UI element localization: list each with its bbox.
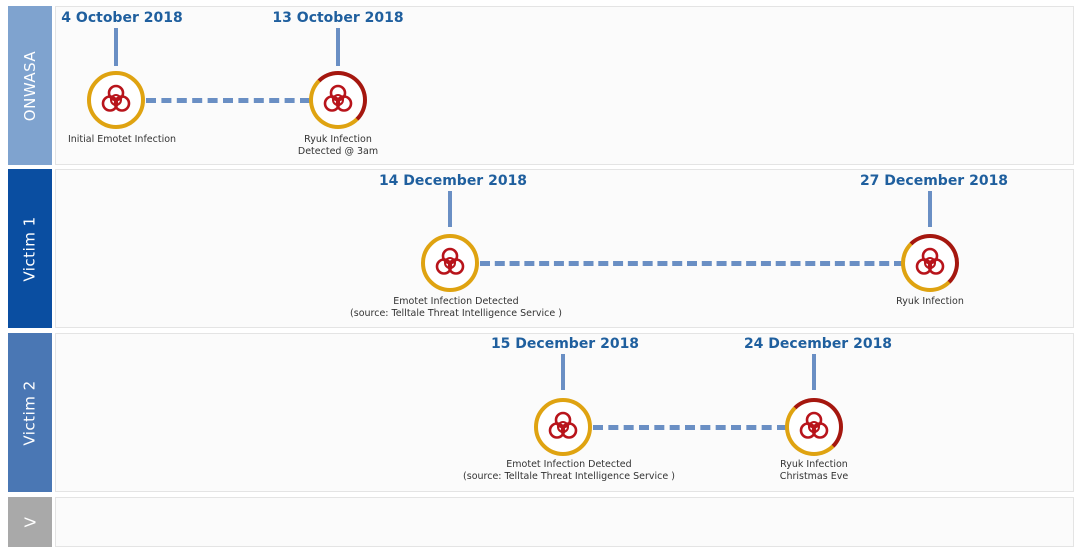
date-stem bbox=[928, 191, 932, 227]
event-date: 27 December 2018 bbox=[859, 173, 1009, 189]
caption-line: Detected @ 3am bbox=[297, 146, 379, 157]
date-stem bbox=[336, 28, 340, 66]
biohazard-icon bbox=[548, 411, 578, 439]
caption-line: Emotet Infection Detected bbox=[506, 459, 632, 470]
caption-line: Emotet Infection Detected bbox=[393, 296, 519, 307]
biohazard-icon bbox=[435, 247, 465, 275]
caption-line: Ryuk Infection bbox=[304, 134, 372, 145]
event-marker[interactable] bbox=[901, 234, 959, 292]
lane-onwasa: ONWASA 4 October 2018 Initial Emotet Inf… bbox=[8, 6, 1074, 165]
lane-v: V bbox=[8, 497, 1074, 547]
date-stem bbox=[812, 354, 816, 390]
date-stem bbox=[114, 28, 118, 66]
event-date: 15 December 2018 bbox=[490, 336, 640, 352]
event-caption: Emotet Infection Detected (source: Tellt… bbox=[350, 296, 562, 320]
lane-label-onwasa: ONWASA bbox=[8, 6, 52, 165]
dashed-connector bbox=[480, 261, 904, 266]
caption-line: Christmas Eve bbox=[779, 471, 849, 482]
lane-victim-2: Victim 2 15 December 2018 Emotet Infecti… bbox=[8, 333, 1074, 492]
biohazard-icon bbox=[323, 84, 353, 112]
biohazard-icon bbox=[915, 247, 945, 275]
caption-line: Ryuk Infection bbox=[896, 296, 964, 307]
event-caption: Initial Emotet Infection bbox=[68, 134, 176, 146]
dashed-connector bbox=[146, 98, 310, 103]
lane-label-text: V bbox=[20, 516, 39, 528]
lane-label-text: ONWASA bbox=[21, 50, 39, 121]
event-marker[interactable] bbox=[421, 234, 479, 292]
caption-line: (source: Telltale Threat Intelligence Se… bbox=[350, 308, 562, 319]
event-date: 13 October 2018 bbox=[272, 10, 404, 26]
event-date: 24 December 2018 bbox=[743, 336, 893, 352]
lane-label-victim-2: Victim 2 bbox=[8, 333, 52, 492]
caption-line: Ryuk Infection bbox=[780, 459, 848, 470]
event-caption: Emotet Infection Detected (source: Tellt… bbox=[463, 459, 675, 483]
event-date: 4 October 2018 bbox=[61, 10, 183, 26]
caption-line: (source: Telltale Threat Intelligence Se… bbox=[463, 471, 675, 482]
event-caption: Ryuk Infection Christmas Eve bbox=[780, 459, 848, 483]
lane-label-victim-1: Victim 1 bbox=[8, 169, 52, 328]
lane-body bbox=[55, 6, 1074, 165]
event-caption: Ryuk Infection bbox=[896, 296, 964, 308]
biohazard-icon bbox=[101, 84, 131, 112]
date-stem bbox=[448, 191, 452, 227]
lane-label-text: Victim 1 bbox=[21, 215, 40, 282]
dashed-connector bbox=[593, 425, 787, 430]
lane-label-text: Victim 2 bbox=[21, 379, 40, 446]
event-marker[interactable] bbox=[534, 398, 592, 456]
event-date: 14 December 2018 bbox=[378, 173, 528, 189]
biohazard-icon bbox=[799, 411, 829, 439]
event-marker[interactable] bbox=[87, 71, 145, 129]
lane-victim-1: Victim 1 14 December 2018 Emotet Infecti… bbox=[8, 169, 1074, 328]
date-stem bbox=[561, 354, 565, 390]
event-caption: Ryuk Infection Detected @ 3am bbox=[298, 134, 378, 158]
lane-label-v: V bbox=[8, 497, 52, 547]
lane-body bbox=[55, 497, 1074, 547]
event-marker[interactable] bbox=[785, 398, 843, 456]
event-marker[interactable] bbox=[309, 71, 367, 129]
caption-line: Initial Emotet Infection bbox=[67, 134, 177, 145]
